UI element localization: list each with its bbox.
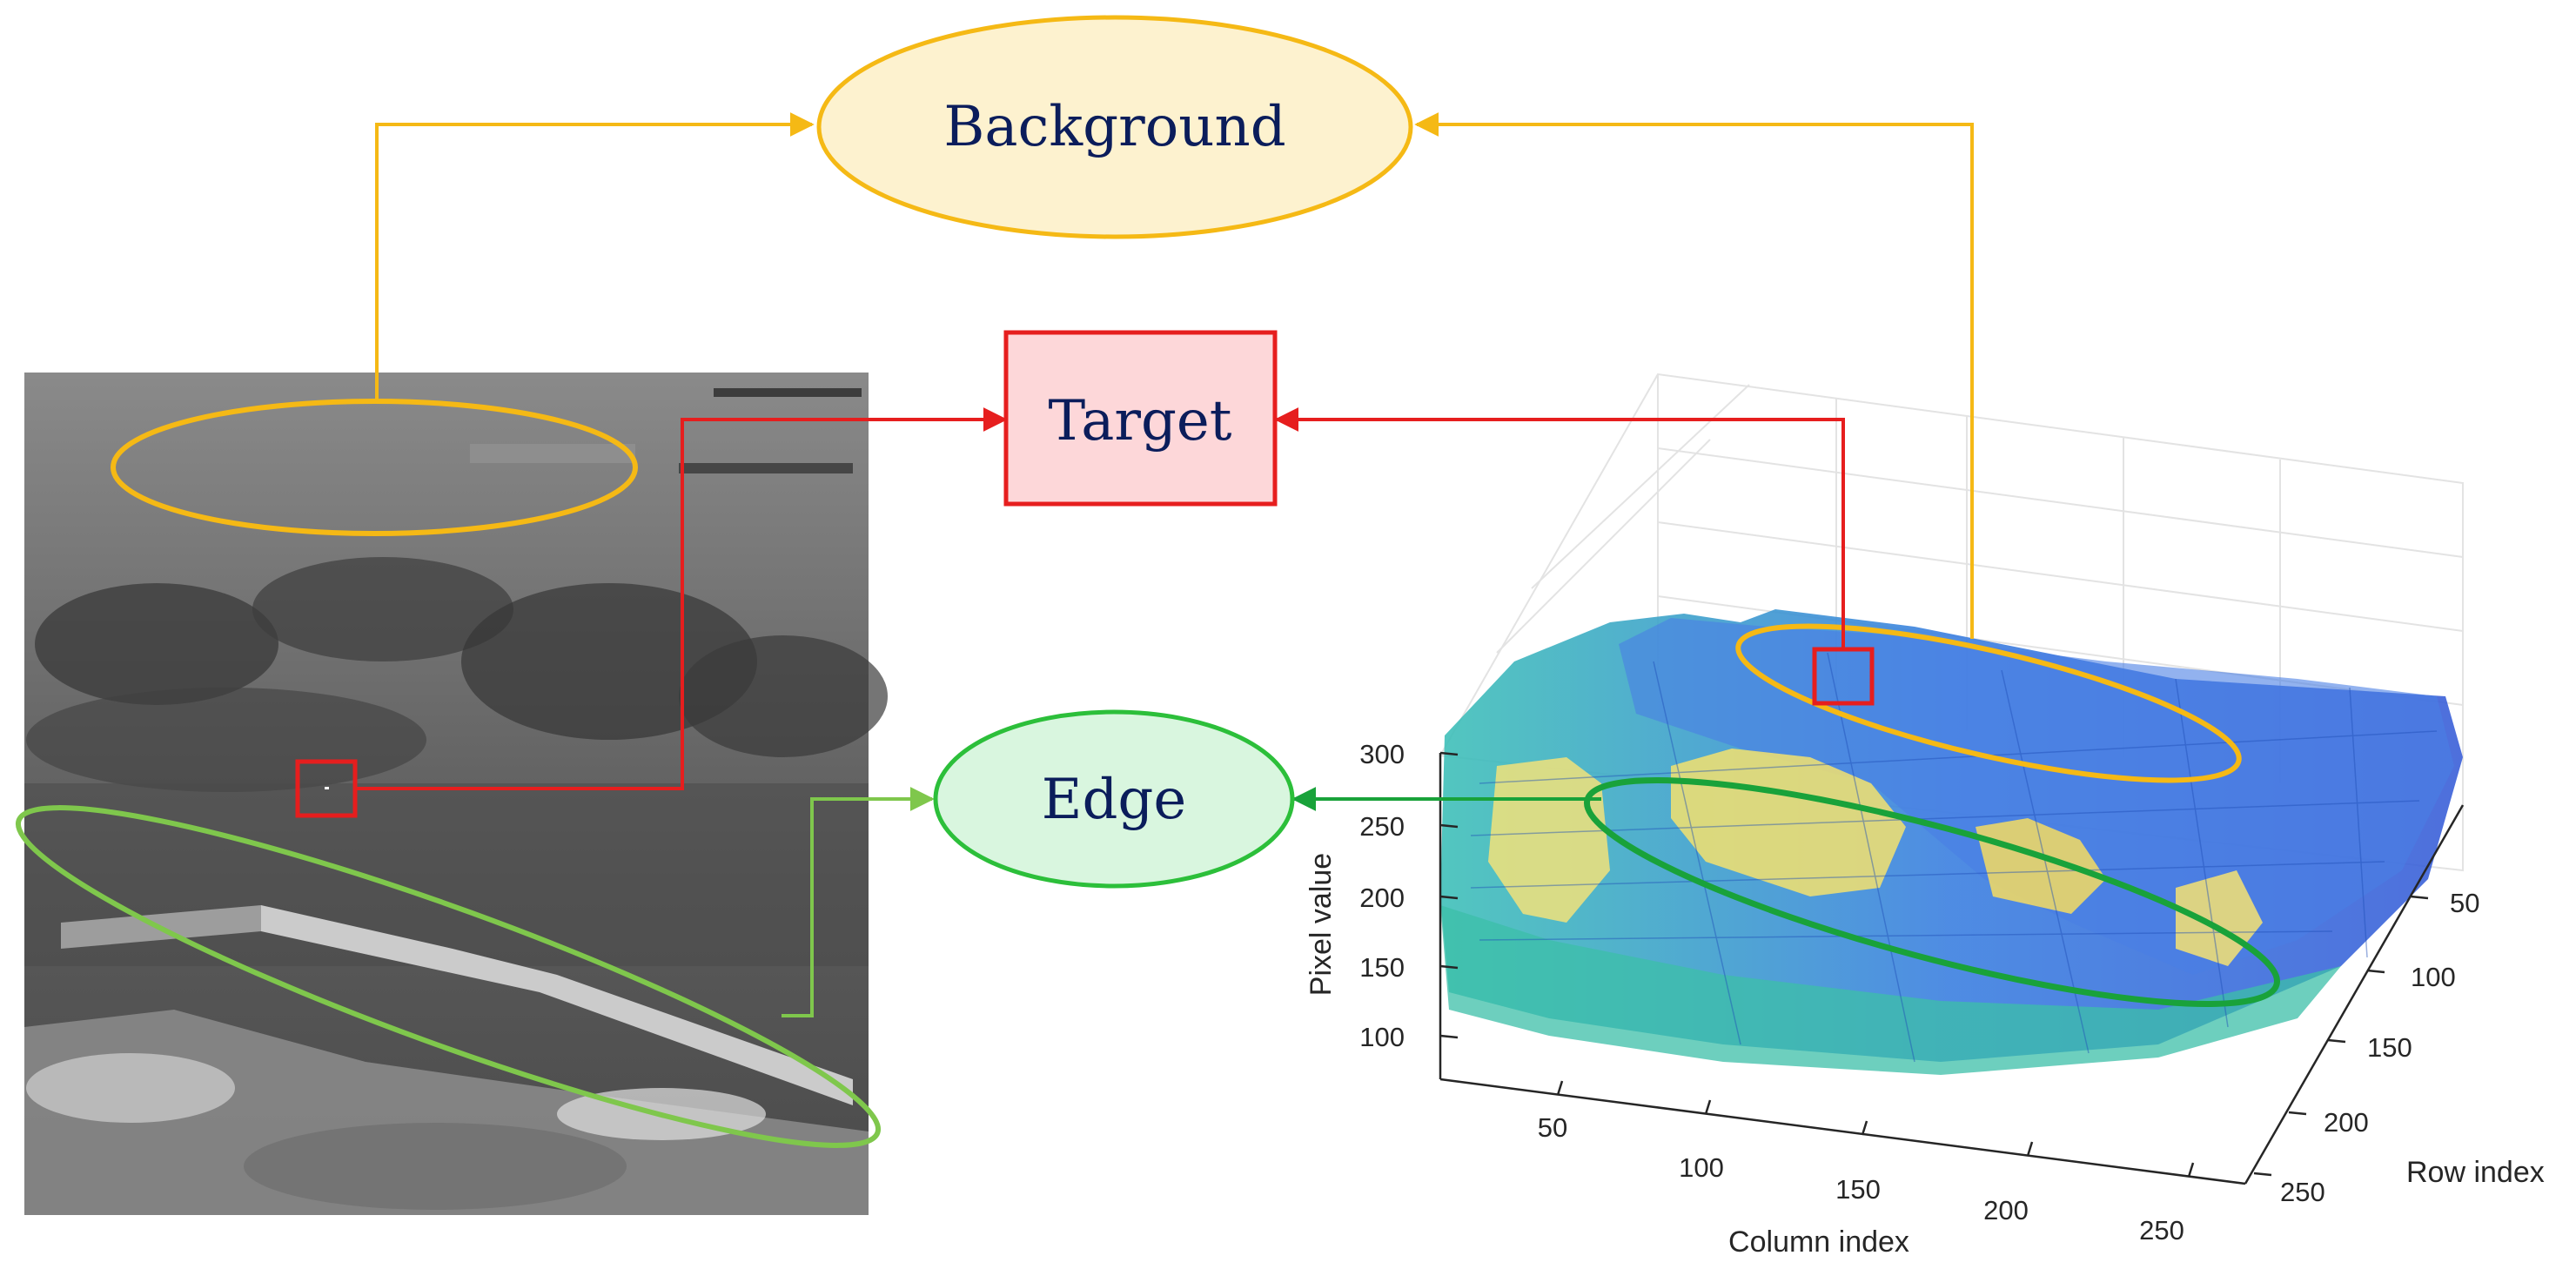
edge-label: Edge [1042,768,1187,832]
x-axis-label: Column index [1728,1225,1909,1259]
y-tick-label: 200 [2324,1107,2369,1138]
infrared-image [24,373,888,1215]
y-tick-label: 150 [2367,1032,2412,1063]
z-tick-label: 200 [1359,883,1405,913]
surface-plot: 300 250 200 150 100 50 100 150 200 250 5… [1305,373,2545,1259]
z-axis-label: Pixel value [1305,853,1338,996]
edge-node: Edge [933,709,1295,889]
z-tick-label: 150 [1359,952,1405,983]
background-region-ellipse [111,399,638,536]
x-tick-label: 100 [1679,1152,1724,1183]
x-tick-label: 150 [1835,1174,1881,1205]
z-tick-label: 300 [1359,739,1405,769]
x-tick-label: 200 [1983,1195,2029,1225]
x-tick-label: 250 [2139,1215,2184,1246]
target-node: Target [1003,330,1278,507]
y-tick-label: 250 [2280,1177,2325,1207]
background-connector-right [1414,112,1974,639]
edge-region-ellipse [15,805,882,1148]
y-tick-label: 50 [2450,888,2479,918]
target-label: Target [1048,389,1231,453]
z-tick-label: 250 [1359,811,1405,842]
background-node: Background [816,15,1413,239]
y-axis-label: Row index [2406,1156,2545,1189]
background-label: Background [943,95,1285,159]
z-tick-label: 100 [1359,1022,1405,1052]
target-connector-right [1274,407,1845,649]
edge-connector-left [782,787,935,1017]
x-tick-label: 50 [1538,1112,1567,1143]
background-connector-left [375,112,815,401]
y-tick-label: 100 [2411,962,2456,992]
target-connector-left [355,407,1008,790]
background-plot-ellipse [1735,623,2242,783]
